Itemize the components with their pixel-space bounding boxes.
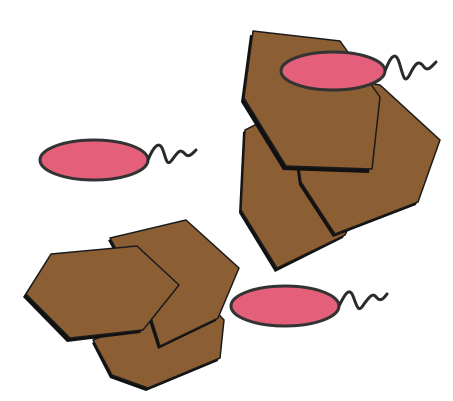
bacterium-top-right: [279, 50, 438, 92]
bacterium-body: [229, 284, 341, 328]
bacterium-body: [279, 50, 387, 92]
flagellum: [146, 143, 198, 165]
bacterium-body: [38, 138, 150, 182]
crystal-front: [23, 245, 180, 342]
bacterium-bottom-center: [229, 284, 389, 328]
flagellum: [383, 54, 438, 81]
bacterium-middle-left: [38, 138, 198, 182]
flagellum: [337, 290, 389, 310]
crystal-cluster-bottom-left: [23, 219, 240, 391]
crystal-cluster-top-right: [239, 30, 441, 272]
